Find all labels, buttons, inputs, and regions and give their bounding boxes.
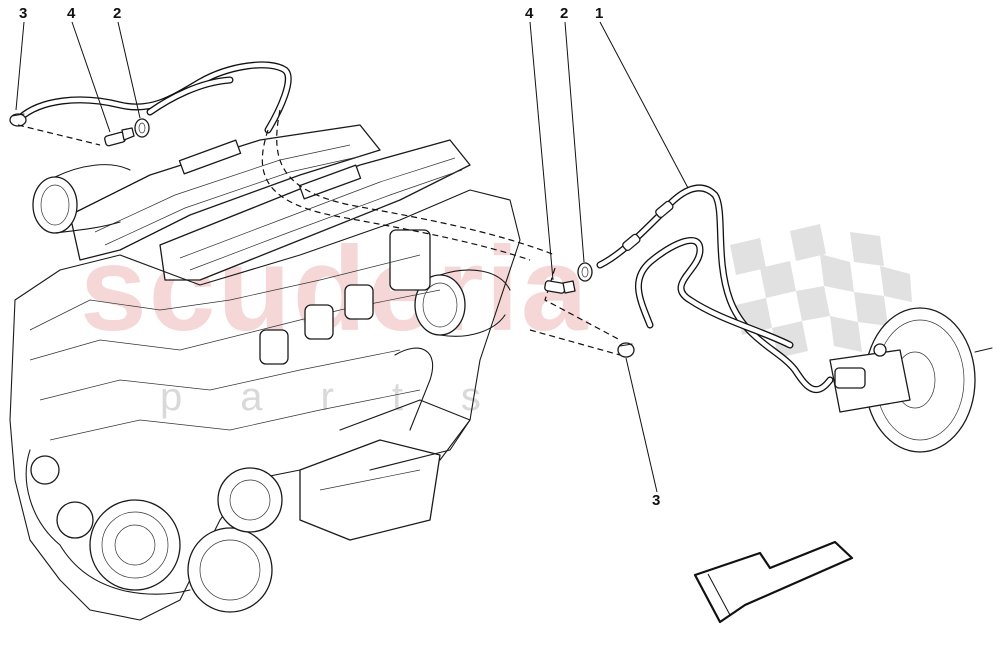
left-check-valve bbox=[134, 118, 150, 138]
routing-dashed-lines bbox=[17, 109, 621, 356]
callout-left-3: 3 bbox=[19, 5, 27, 22]
callout-right-4: 4 bbox=[525, 5, 534, 22]
callout-left-2: 2 bbox=[113, 5, 121, 22]
right-elbow-fitting bbox=[544, 280, 576, 294]
left-hose-clamp bbox=[9, 113, 27, 127]
left-elbow-fitting bbox=[104, 127, 135, 147]
ignition-coils bbox=[259, 284, 374, 365]
left-air-intake bbox=[32, 164, 131, 234]
brake-servo-booster bbox=[829, 307, 993, 453]
callout-left-4: 4 bbox=[67, 5, 76, 22]
watermark-text: scuderia bbox=[80, 222, 590, 356]
right-throttle-body bbox=[389, 229, 511, 337]
callout-bottom-3: 3 bbox=[652, 492, 660, 509]
oil-pan bbox=[299, 439, 441, 541]
callout-right-1: 1 bbox=[595, 5, 603, 22]
left-vacuum-hose bbox=[16, 61, 292, 134]
right-vacuum-hose bbox=[596, 184, 834, 394]
right-check-valve bbox=[577, 262, 593, 282]
right-hose-clamp bbox=[617, 342, 635, 358]
engine-assembly bbox=[9, 124, 521, 621]
front-pulleys bbox=[25, 449, 283, 613]
direction-arrow-icon bbox=[693, 540, 854, 624]
callout-leaders bbox=[15, 21, 689, 493]
callout-labels: 3 4 2 4 2 1 3 bbox=[19, 5, 660, 509]
callout-right-2: 2 bbox=[560, 5, 568, 22]
watermark-subtext: parts bbox=[160, 375, 539, 419]
